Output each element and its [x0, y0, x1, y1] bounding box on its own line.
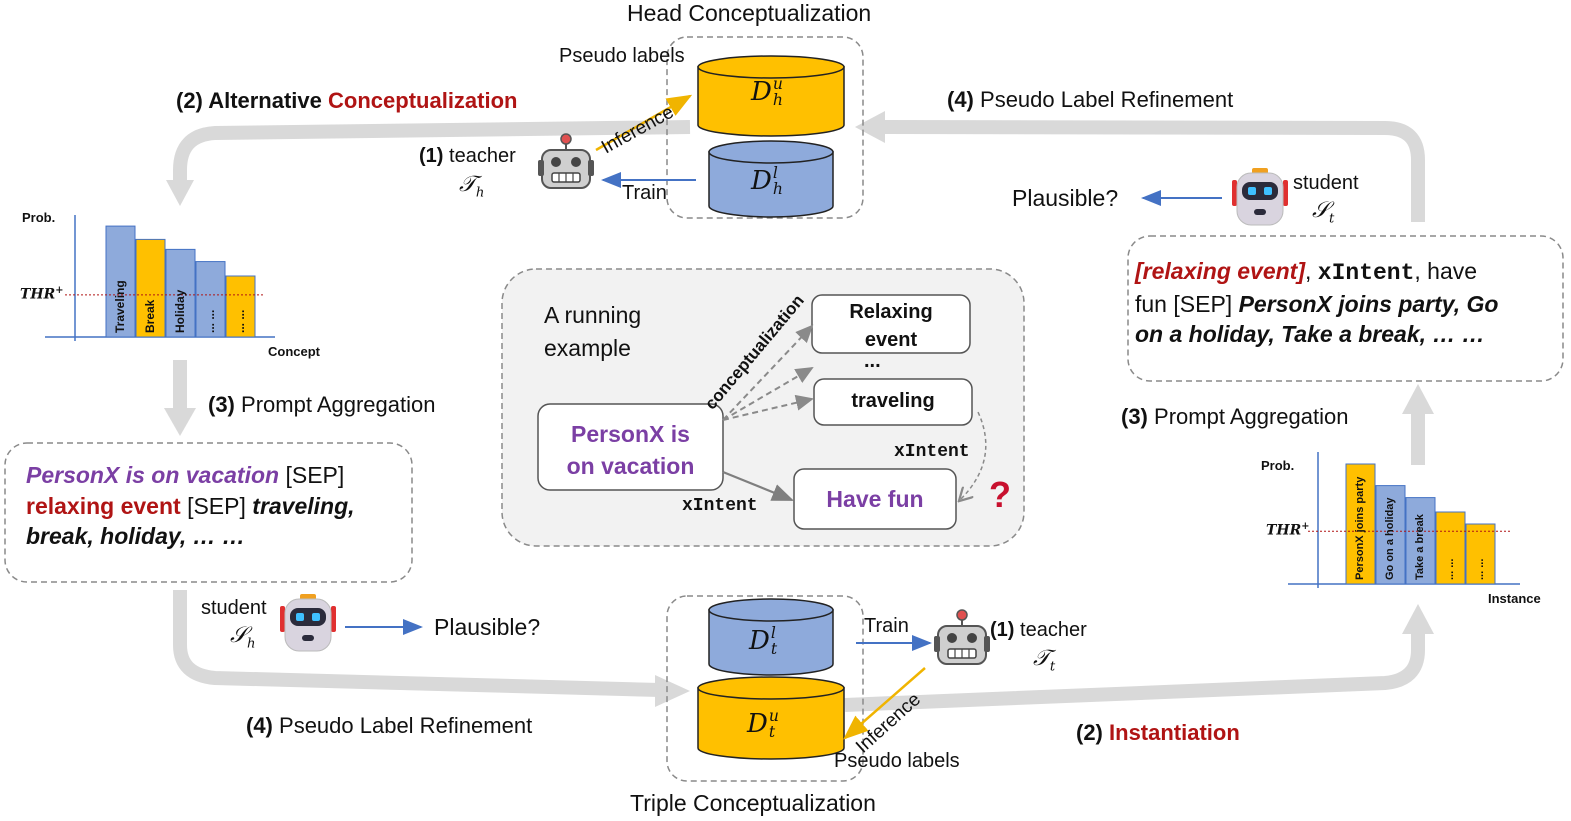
concept-ellipsis: ...: [864, 350, 881, 372]
relation-xintent-right: xIntent: [894, 442, 970, 462]
right-prompt-aggregation-label: (3) Prompt Aggregation: [1121, 404, 1349, 429]
robot-student-left-icon: [280, 594, 336, 652]
edge-to-traveling: [722, 394, 814, 421]
head-conceptualization-title: Head Conceptualization: [627, 0, 872, 26]
chart-left-bar-0: [105, 225, 136, 338]
flow-arrow-instantiation: [844, 604, 1434, 712]
chart-left-bar-label-3: ... ...: [203, 309, 217, 333]
right-student-symbol: 𝒮t: [1312, 198, 1335, 227]
triple-train-label: Train: [864, 615, 909, 637]
flow-arrow-refinement-left: [173, 590, 690, 707]
chart-right-bar-label-1: Go on a holiday: [1384, 497, 1396, 580]
tail-have-fun: Have fun: [826, 486, 924, 512]
chart-right-bar-3: [1435, 511, 1466, 585]
chart-left: [45, 215, 275, 341]
robot-teacher-head-icon: [538, 133, 594, 189]
edge-to-ellipsis: [722, 366, 814, 421]
chart-right-bar-label-2: Take a break: [1414, 514, 1426, 580]
robot-teacher-triple-icon: [934, 609, 990, 665]
right-prompt-box: [1127, 235, 1564, 382]
chart-right-bar-label-4: ... ...: [1474, 558, 1486, 580]
left-student-symbol: 𝒮h: [230, 623, 256, 652]
relation-xintent-bottom: xIntent: [682, 496, 758, 516]
question-mark-icon: ?: [989, 474, 1011, 515]
chart-right-bar-label-0: PersonX joins party: [1354, 476, 1366, 580]
right-plausible-label: Plausible?: [1012, 185, 1119, 211]
left-student-label: student: [201, 597, 267, 619]
head-train-label: Train: [622, 182, 667, 204]
inference-arrow-head: [595, 94, 693, 152]
concept-box-relaxing-event: [811, 294, 971, 354]
database-triple-unlabeled: [697, 676, 845, 760]
chart-left-x-label: Concept: [268, 344, 320, 359]
robot-student-right-icon: [1232, 168, 1288, 226]
right-refinement-label: (4) Pseudo Label Refinement: [947, 87, 1234, 112]
chart-left-bar-2: [165, 248, 196, 338]
chart-left-threshold-label: THR+: [20, 284, 64, 303]
chart-left-bar-label-2: Holiday: [173, 289, 187, 333]
chart-right-bar-label-3: ... ...: [1444, 558, 1456, 580]
chart-left-bar-3: [195, 261, 226, 338]
triple-conceptualization-title: Triple Conceptualization: [630, 790, 876, 816]
database-head-labeled: [708, 140, 834, 218]
chart-right-threshold-label: THR+: [1266, 521, 1310, 539]
database-triple-labeled: [708, 598, 834, 676]
left-plausible-label: Plausible?: [434, 614, 541, 640]
left-prompt-aggregation-label: (3) Prompt Aggregation: [208, 392, 436, 417]
chart-right-x-label: Instance: [1488, 591, 1541, 606]
head-teacher-label: (1) teacher: [419, 145, 516, 167]
instantiation-label: (2) Instantiation: [1076, 720, 1240, 745]
triple-conceptualization-frame: [666, 595, 864, 782]
left-prompt-box: [4, 442, 413, 583]
triple-pseudo-labels: Pseudo labels: [834, 750, 960, 772]
chart-right-bar-0: [1345, 463, 1376, 585]
database-head-unlabeled: [697, 55, 845, 137]
edge-xintent-solid: [722, 470, 795, 502]
flow-arrow-refinement-right: [855, 111, 1425, 222]
chart-left-bar-4: [225, 275, 256, 338]
flow-arrow-prompt-aggregation-left: [164, 360, 196, 436]
edge-xintent-dashed: [960, 411, 987, 500]
right-student-label: student: [1293, 172, 1359, 194]
edge-to-relaxing: [722, 324, 814, 421]
chart-right-bar-1: [1375, 485, 1406, 585]
left-prompt-text: PersonX is on vacation [SEP] relaxing ev…: [26, 462, 355, 550]
chart-left-bar-label-4: ... ...: [233, 309, 247, 333]
chart-right-bar-4: [1465, 523, 1496, 585]
head-pseudo-labels: Pseudo labels: [559, 45, 685, 67]
chart-left-y-label: Prob.: [22, 210, 56, 225]
left-refinement-label: (4) Pseudo Label Refinement: [246, 713, 533, 738]
triple-teacher-symbol: 𝒯t: [1033, 646, 1056, 675]
concept-box-traveling: [813, 378, 973, 426]
head-event-box: [537, 403, 724, 491]
right-prompt-text: [relaxing event], xIntent, have fun [SEP…: [1135, 258, 1499, 348]
triple-teacher-label: (1) teacher: [990, 619, 1087, 641]
flow-arrow-prompt-aggregation-right: [1402, 384, 1434, 465]
head-teacher-symbol: 𝒯h: [459, 172, 485, 201]
alt-conceptualization-label: (2) Alternative Conceptualization: [176, 88, 518, 113]
chart-right-y-label: Prob.: [1261, 458, 1295, 473]
chart-left-bar-1: [135, 238, 166, 338]
flow-arrow-alt-conceptualization: [166, 120, 691, 206]
concept-traveling: traveling: [851, 390, 935, 412]
chart-left-bar-label-1: Break: [143, 299, 157, 333]
chart-left-bar-label-0: Traveling: [113, 280, 127, 333]
chart-right-bar-2: [1405, 497, 1436, 585]
chart-right: [1288, 452, 1520, 588]
inference-arrow-triple: [843, 667, 926, 740]
